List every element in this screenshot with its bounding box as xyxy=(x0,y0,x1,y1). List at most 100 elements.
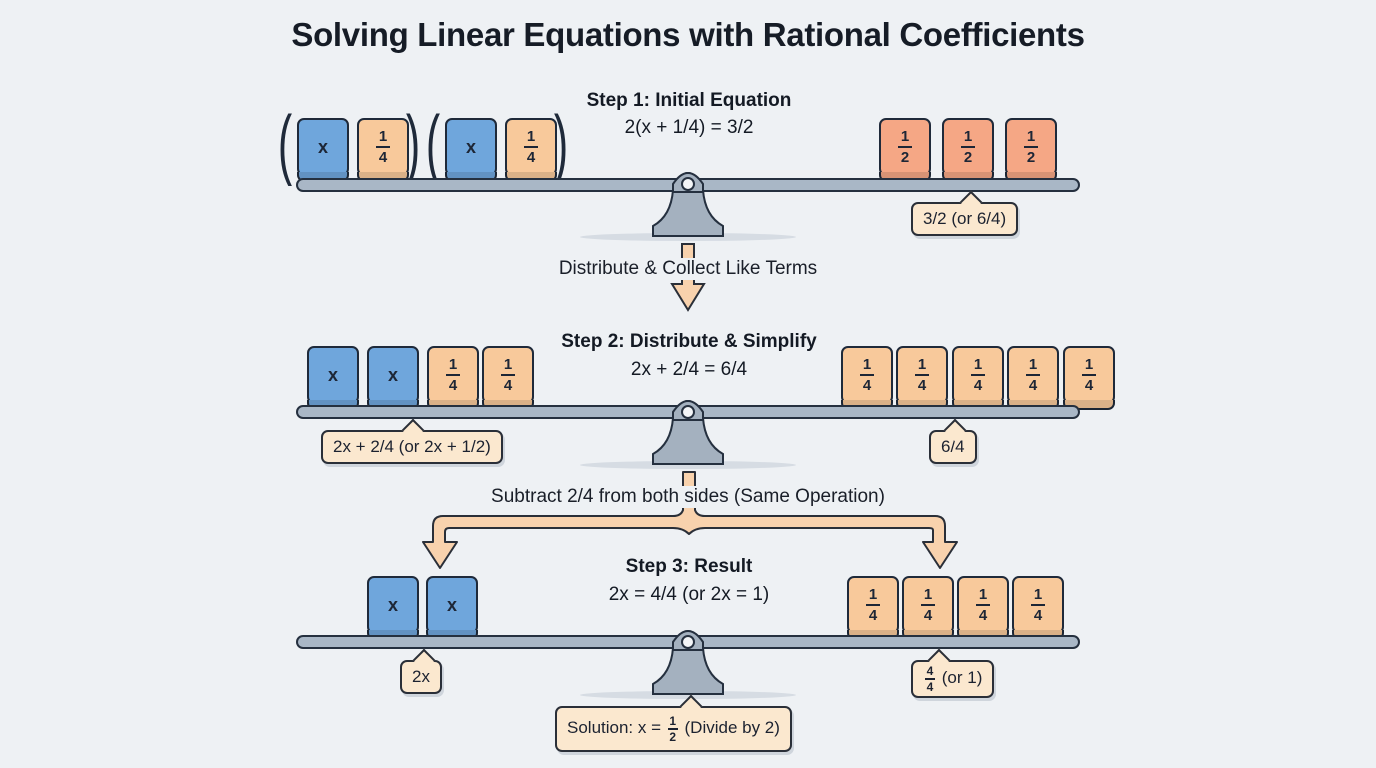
denominator: 4 xyxy=(862,377,872,394)
step-2-title: Step 2: Distribute & Simplify xyxy=(561,331,817,352)
numerator: 1 xyxy=(526,128,536,145)
solution-suffix: (Divide by 2) xyxy=(684,718,780,738)
down-arrow-icon xyxy=(670,243,706,312)
denominator: 4 xyxy=(1084,377,1094,394)
right-paren-icon: ) xyxy=(405,99,421,187)
right-side-callout: 6/4 xyxy=(929,430,977,464)
numerator: 1 xyxy=(978,586,988,603)
transition-label-1: Distribute & Collect Like Terms xyxy=(538,258,838,280)
denominator: 4 xyxy=(923,607,933,624)
fulcrum-top-icon xyxy=(672,630,704,651)
diagram-title: Solving Linear Equations with Rational C… xyxy=(291,16,1085,53)
x-tile: x xyxy=(445,118,497,176)
numerator: 1 xyxy=(923,586,933,603)
denominator: 4 xyxy=(973,377,983,394)
step-3-title: Step 3: Result xyxy=(625,556,753,577)
denominator: 2 xyxy=(669,729,677,744)
denominator: 4 xyxy=(926,679,934,694)
numerator: 1 xyxy=(1033,586,1043,603)
x-tile-label: x xyxy=(317,136,328,157)
numerator: 1 xyxy=(973,356,983,373)
numerator: 1 xyxy=(448,356,458,373)
numerator: 1 xyxy=(503,356,513,373)
x-tile: x xyxy=(367,576,419,634)
split-arrow-icon xyxy=(422,471,958,569)
denominator: 4 xyxy=(378,149,388,166)
denominator: 4 xyxy=(868,607,878,624)
numerator: 1 xyxy=(1028,356,1038,373)
numerator: 1 xyxy=(862,356,872,373)
fulcrum-top-icon xyxy=(672,172,704,193)
numerator: 1 xyxy=(378,128,388,145)
callout-suffix: (or 1) xyxy=(941,668,983,688)
numerator: 1 xyxy=(669,714,677,728)
step-1-title: Step 1: Initial Equation xyxy=(586,90,792,111)
left-side-callout: 2x + 2/4 (or 2x + 1/2) xyxy=(321,430,503,464)
numerator: 1 xyxy=(1084,356,1094,373)
denominator: 4 xyxy=(917,377,927,394)
denominator: 2 xyxy=(900,149,910,166)
numerator: 1 xyxy=(900,128,910,145)
solution-prefix: Solution: x = xyxy=(567,718,662,738)
numerator: 1 xyxy=(1026,128,1036,145)
step-1-equation: 2(x + 1/4) = 3/2 xyxy=(624,117,754,138)
transition-label-2: Subtract 2/4 from both sides (Same Opera… xyxy=(463,486,913,508)
denominator: 4 xyxy=(1028,377,1038,394)
numerator: 1 xyxy=(917,356,927,373)
numerator: 1 xyxy=(868,586,878,603)
x-tile-label: x xyxy=(465,136,476,157)
denominator: 2 xyxy=(1026,149,1036,166)
right-side-callout: 3/2 (or 6/4) xyxy=(911,202,1019,236)
denominator: 4 xyxy=(978,607,988,624)
fulcrum-top-icon xyxy=(672,400,704,421)
right-paren-icon: ) xyxy=(553,99,569,187)
step-2-equation: 2x + 2/4 = 6/4 xyxy=(630,359,748,380)
x-tile: x xyxy=(367,346,419,404)
x-tile-label: x xyxy=(387,364,398,385)
denominator: 2 xyxy=(963,149,973,166)
x-tile-label: x xyxy=(387,594,398,615)
x-tile: x xyxy=(426,576,478,634)
denominator: 4 xyxy=(503,377,513,394)
numerator: 4 xyxy=(926,664,934,678)
left-paren-icon: ( xyxy=(277,99,293,187)
denominator: 4 xyxy=(1033,607,1043,624)
x-tile: x xyxy=(307,346,359,404)
denominator: 4 xyxy=(526,149,536,166)
x-tile: x xyxy=(297,118,349,176)
